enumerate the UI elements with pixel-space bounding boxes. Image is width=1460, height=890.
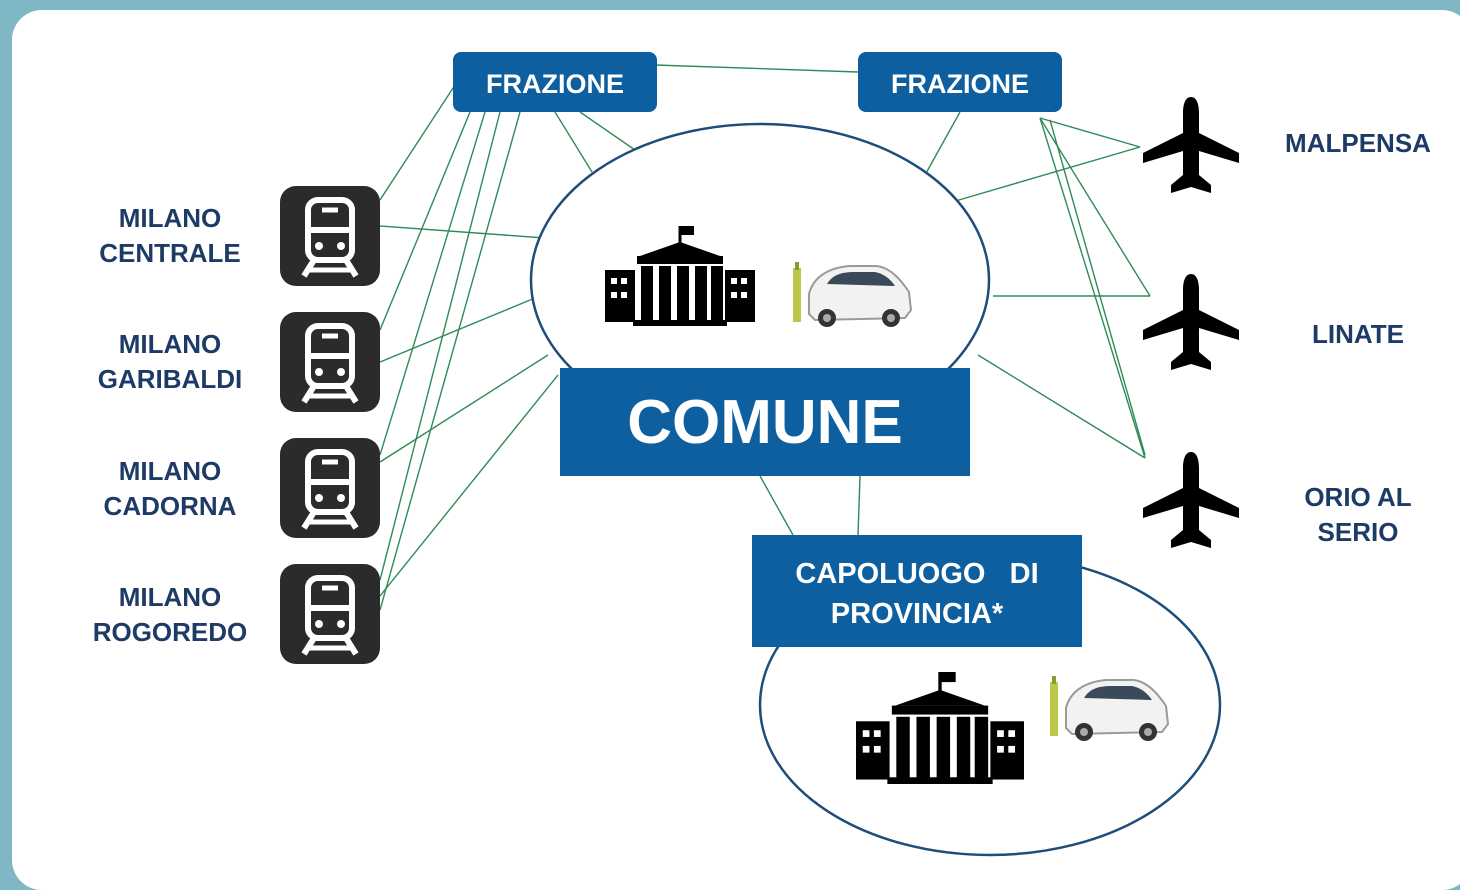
comune-label: COMUNE [627,388,903,457]
connector-line [379,374,559,597]
connector-line [579,111,636,151]
airplane-icon [1143,97,1239,193]
airplane-icon [1143,274,1239,370]
train-icon [280,564,380,664]
station-label-line1: MILANO [119,582,222,612]
station-label-line1: MILANO [119,456,222,486]
connector-line [554,111,593,173]
connector-line [1039,117,1141,148]
station-milano-rogoredo: MILANO ROGOREDO [93,564,380,664]
capoluogo-box [752,535,1082,647]
connector-line [951,146,1141,203]
connector-line [379,111,521,611]
station-milano-centrale: MILANO CENTRALE [99,186,380,286]
airport-orio-al-serio: ORIO AL SERIO [1143,452,1412,548]
comune-box [560,368,970,476]
connector-line [379,297,536,363]
connector-lines [379,64,1151,611]
connector-line [379,111,486,456]
connector-line [1039,117,1146,459]
connector-line [379,84,456,201]
capoluogo-label-line1: CAPOLUOGO DI [795,558,1038,590]
train-icon [280,312,380,412]
connector-line [654,64,859,73]
airport-label-line1: LINATE [1312,319,1404,349]
connector-line [379,354,549,463]
station-label-line2: CADORNA [104,491,237,521]
station-label-line2: GARIBALDI [98,364,242,394]
airport-label-line2: SERIO [1318,517,1399,547]
frazione-left-label: FRAZIONE [486,69,624,99]
connector-line [379,225,546,239]
airport-label-line1: ORIO AL [1304,482,1411,512]
station-label-line1: MILANO [119,203,222,233]
connector-line [759,475,794,536]
connector-line [379,111,471,331]
station-milano-cadorna: MILANO CADORNA [104,438,380,538]
connector-line [857,475,861,536]
airport-malpensa: MALPENSA [1143,97,1431,193]
airplane-icon [1143,452,1239,548]
train-icon [280,186,380,286]
frazione-right-box [858,52,1062,112]
station-label-line1: MILANO [119,329,222,359]
airport-label-line1: MALPENSA [1285,128,1431,158]
frazione-left-box [453,52,657,112]
connector-line [379,111,501,581]
station-label-line2: ROGOREDO [93,617,248,647]
station-label-line2: CENTRALE [99,238,241,268]
stage: FRAZIONE FRAZIONE COMUNE CAPOLUOGO DI PR… [12,10,1460,890]
mobility-diagram: FRAZIONE FRAZIONE COMUNE CAPOLUOGO DI PR… [93,52,1431,857]
connector-line [1049,119,1146,456]
train-icon [280,438,380,538]
connector-line [924,111,961,176]
capoluogo-label-line2: PROVINCIA* [831,598,1004,630]
airport-linate: LINATE [1143,274,1404,370]
frazione-right-label: FRAZIONE [891,69,1029,99]
station-milano-garibaldi: MILANO GARIBALDI [98,312,380,412]
connector-line [977,354,1146,459]
